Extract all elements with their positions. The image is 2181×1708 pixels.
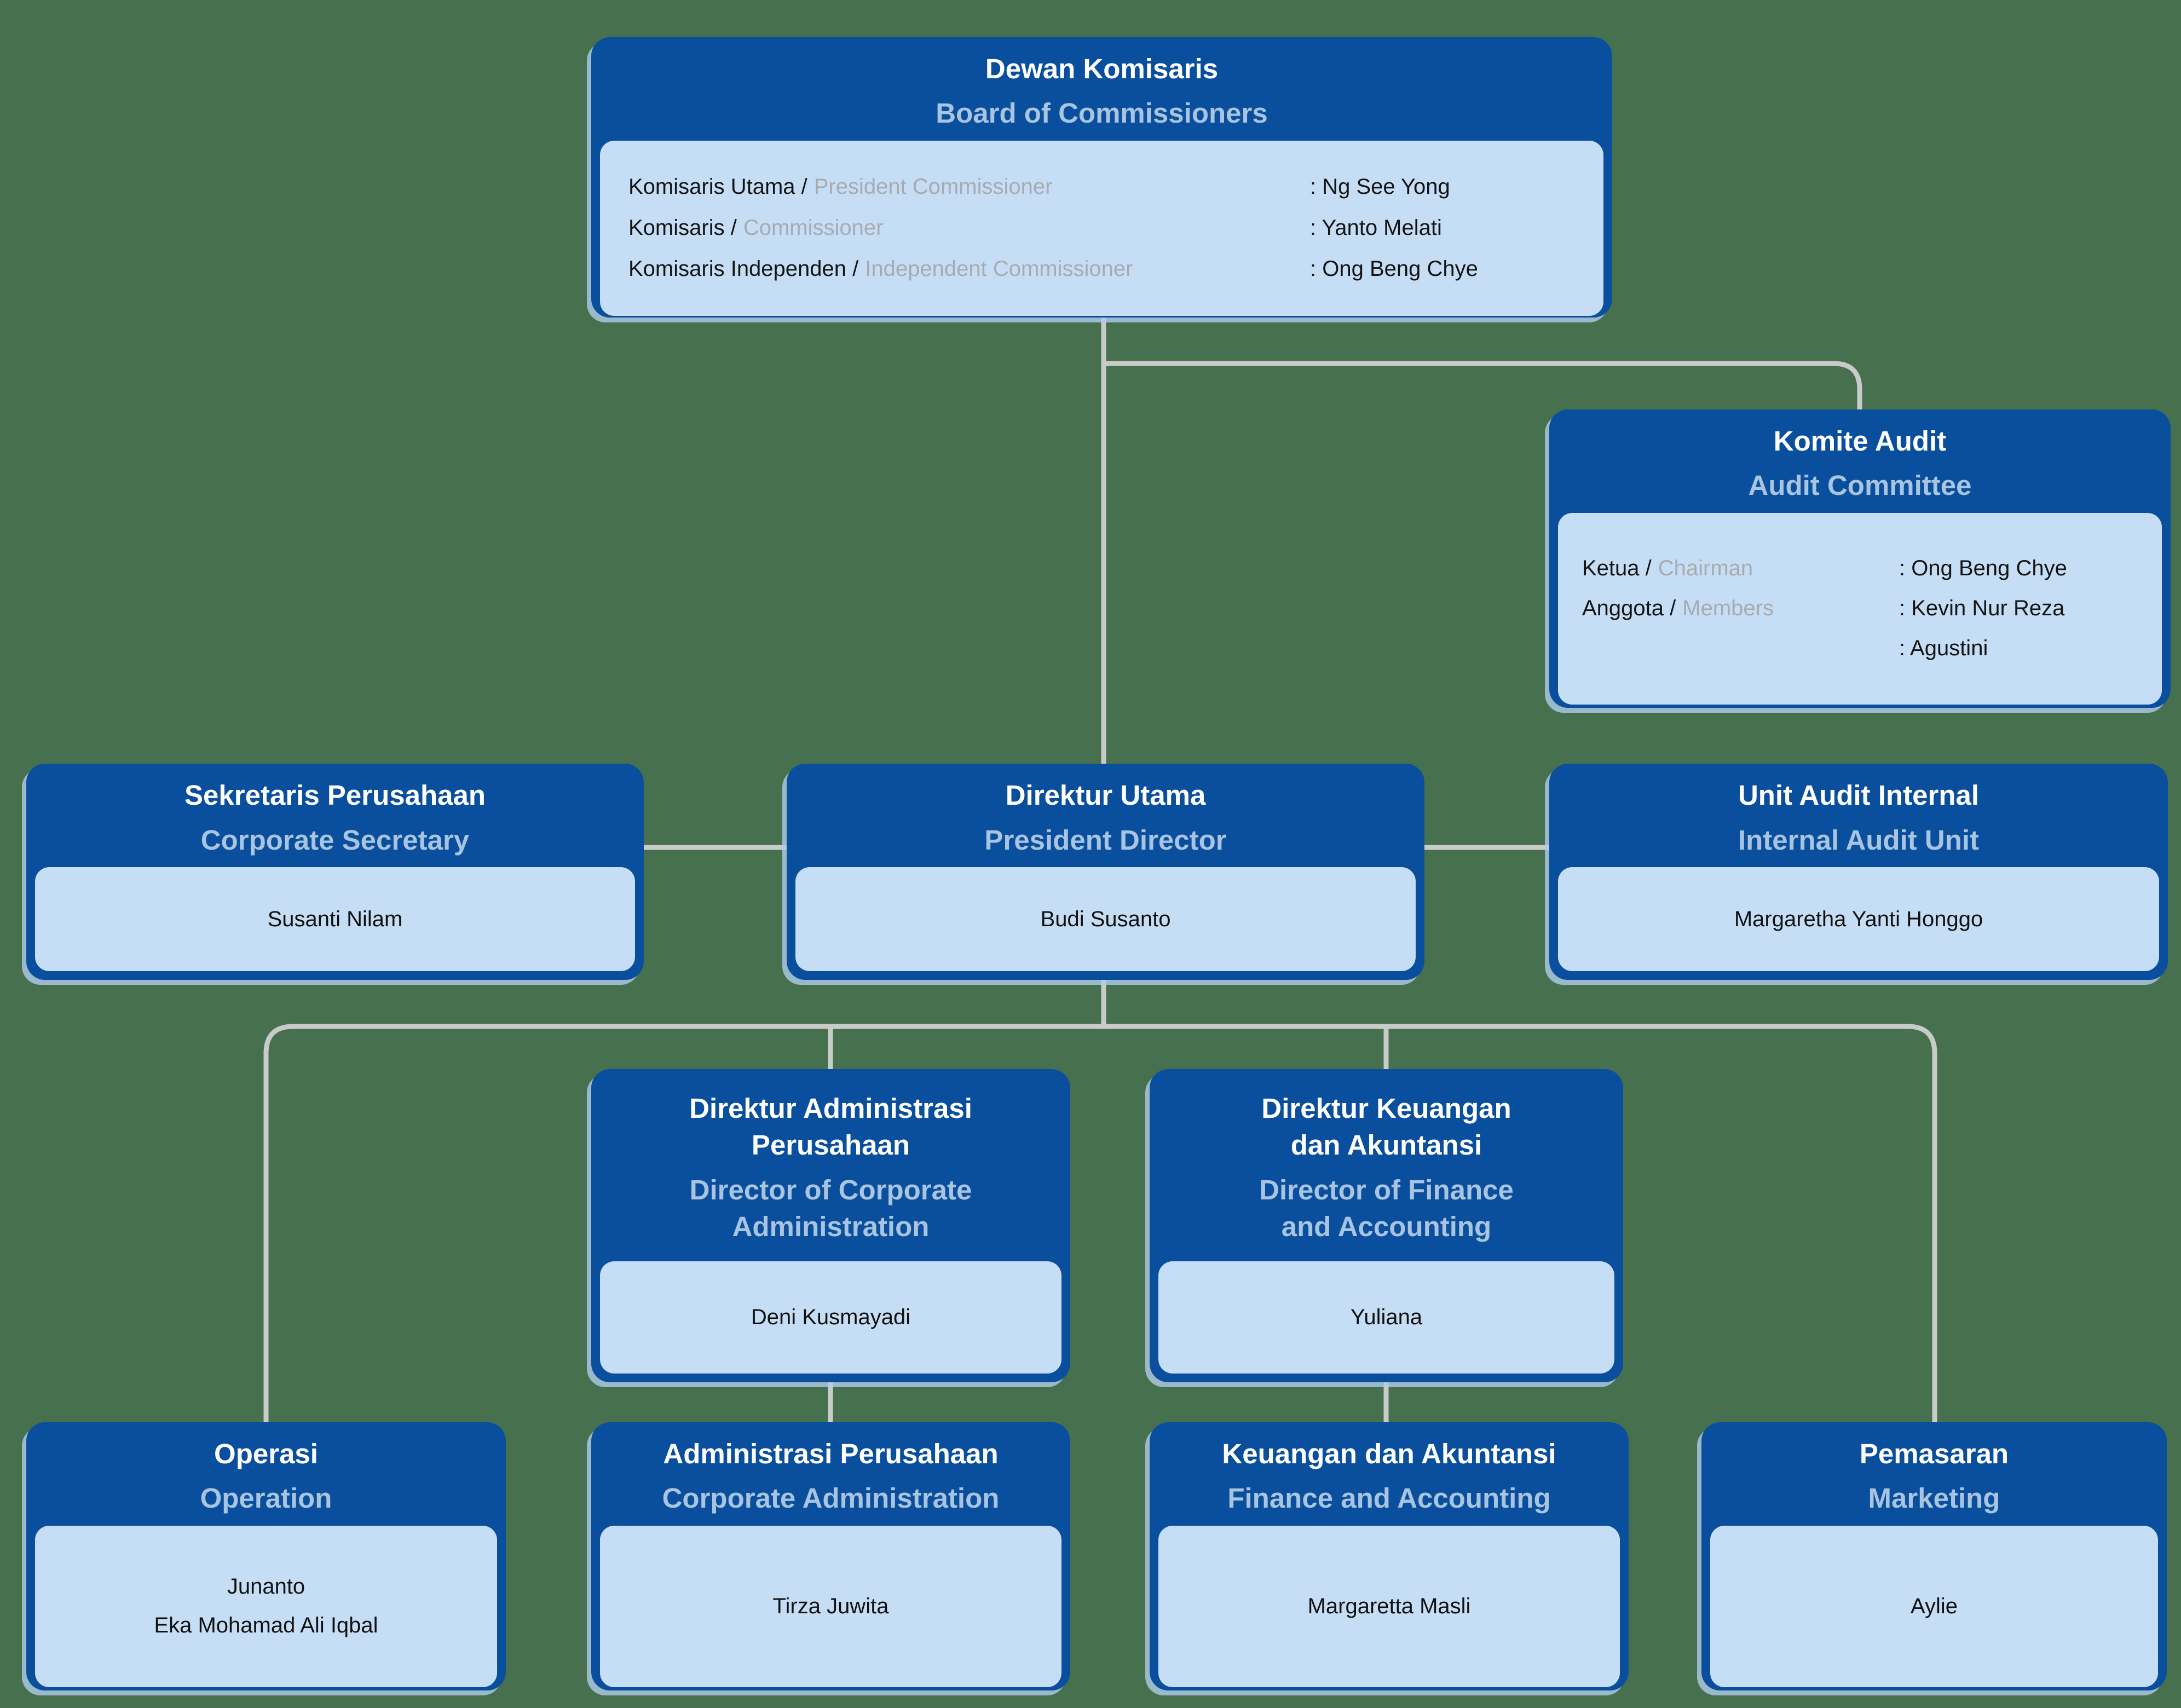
node-body: Junanto Eka Mohamad Ali Iqbal bbox=[35, 1525, 497, 1687]
node-header: Direktur Administrasi Perusahaan Directo… bbox=[591, 1069, 1070, 1261]
node-title-id: Direktur Utama bbox=[1005, 780, 1206, 811]
person-name: Yuliana bbox=[1350, 1305, 1423, 1329]
node-title-en: Marketing bbox=[1868, 1482, 2000, 1514]
node-title-id: Operasi bbox=[214, 1438, 318, 1469]
node-title-en: Internal Audit Unit bbox=[1738, 824, 1980, 856]
connector-board-to-audit-committee bbox=[1104, 361, 1862, 412]
member-role bbox=[1582, 636, 1899, 661]
node-body: Budi Susanto bbox=[795, 867, 1416, 971]
person-name: Junanto bbox=[227, 1574, 305, 1599]
node-header: Pemasaran Marketing bbox=[1701, 1422, 2167, 1526]
node-board-of-commissioners: Dewan Komisaris Board of Commissioners K… bbox=[591, 37, 1612, 318]
node-title-en: Director of Finance and Accounting bbox=[1259, 1174, 1514, 1242]
member-role: Komisaris /Commissioner bbox=[628, 216, 884, 240]
member-role: Komisaris Independen /Independent Commis… bbox=[628, 257, 1133, 281]
node-title-id: Sekretaris Perusahaan bbox=[184, 780, 486, 811]
node-corporate-secretary: Sekretaris Perusahaan Corporate Secretar… bbox=[26, 764, 644, 980]
node-title-en: Corporate Secretary bbox=[200, 824, 470, 856]
node-title-en: Audit Committee bbox=[1748, 470, 1972, 501]
member-role: Ketua /Chairman bbox=[1582, 556, 1753, 581]
node-title-id: Administrasi Perusahaan bbox=[663, 1438, 999, 1469]
node-title-en: Corporate Administration bbox=[662, 1482, 1000, 1514]
node-body: Margaretta Masli bbox=[1158, 1525, 1620, 1687]
node-title-en: President Director bbox=[984, 824, 1227, 856]
node-director-corporate-administration: Direktur Administrasi Perusahaan Directo… bbox=[591, 1069, 1070, 1382]
node-title-id: Direktur Keuangan dan Akuntansi bbox=[1261, 1092, 1511, 1161]
node-title-id: Keuangan dan Akuntansi bbox=[1222, 1438, 1556, 1469]
node-title-en: Operation bbox=[200, 1482, 332, 1514]
node-marketing: Pemasaran Marketing Aylie bbox=[1701, 1422, 2167, 1690]
node-body: Yuliana bbox=[1158, 1261, 1614, 1374]
node-body: Ketua /Chairman : Ong Beng Chye Anggota … bbox=[1558, 512, 2162, 705]
node-title-id: Pemasaran bbox=[1859, 1438, 2009, 1469]
member-role: Anggota /Members bbox=[1582, 596, 1774, 621]
node-header: Komite Audit Audit Committee bbox=[1549, 409, 2171, 513]
node-header: Direktur Keuangan dan Akuntansi Director… bbox=[1150, 1069, 1623, 1261]
connector-distribution-bus bbox=[263, 1024, 1937, 1424]
member-row: Komisaris Utama /President Commissioner … bbox=[628, 175, 1584, 199]
member-name: : Kevin Nur Reza bbox=[1899, 596, 2065, 621]
node-header: Direktur Utama President Director bbox=[787, 764, 1424, 867]
node-title-id: Dewan Komisaris bbox=[985, 53, 1219, 84]
person-name: Susanti Nilam bbox=[267, 907, 403, 931]
node-audit-committee: Komite Audit Audit Committee Ketua /Chai… bbox=[1549, 409, 2171, 708]
node-director-finance-accounting: Direktur Keuangan dan Akuntansi Director… bbox=[1150, 1069, 1623, 1382]
node-header: Keuangan dan Akuntansi Finance and Accou… bbox=[1150, 1422, 1629, 1526]
member-row: : Agustini bbox=[1582, 636, 2145, 661]
node-body: Susanti Nilam bbox=[35, 867, 635, 971]
node-president-director: Direktur Utama President Director Budi S… bbox=[787, 764, 1424, 980]
member-name: : Ong Beng Chye bbox=[1310, 257, 1478, 281]
node-header: Administrasi Perusahaan Corporate Admini… bbox=[591, 1422, 1070, 1526]
node-body: Komisaris Utama /President Commissioner … bbox=[600, 140, 1603, 316]
member-row: Komisaris Independen /Independent Commis… bbox=[628, 257, 1584, 281]
member-name: : Yanto Melati bbox=[1310, 216, 1442, 240]
person-name: Deni Kusmayadi bbox=[751, 1305, 911, 1329]
person-name: Margaretha Yanti Honggo bbox=[1734, 907, 1983, 931]
node-header: Dewan Komisaris Board of Commissioners bbox=[591, 37, 1612, 141]
member-row: Ketua /Chairman : Ong Beng Chye bbox=[1582, 556, 2145, 581]
node-title-id: Komite Audit bbox=[1773, 425, 1947, 457]
node-body: Tirza Juwita bbox=[600, 1525, 1061, 1687]
person-name: Tirza Juwita bbox=[772, 1594, 889, 1618]
member-row: Anggota /Members : Kevin Nur Reza bbox=[1582, 596, 2145, 621]
node-finance-accounting: Keuangan dan Akuntansi Finance and Accou… bbox=[1150, 1422, 1629, 1690]
node-title-en: Board of Commissioners bbox=[936, 97, 1268, 129]
node-title-en: Director of Corporate Administration bbox=[689, 1174, 972, 1242]
member-role: Komisaris Utama /President Commissioner bbox=[628, 175, 1053, 199]
person-name: Eka Mohamad Ali Iqbal bbox=[154, 1613, 378, 1638]
node-corporate-administration: Administrasi Perusahaan Corporate Admini… bbox=[591, 1422, 1070, 1690]
node-title-id: Unit Audit Internal bbox=[1738, 780, 1980, 811]
person-name: Aylie bbox=[1911, 1594, 1958, 1618]
member-name: : Ong Beng Chye bbox=[1899, 556, 2067, 581]
node-header: Sekretaris Perusahaan Corporate Secretar… bbox=[26, 764, 644, 867]
member-row: Komisaris /Commissioner : Yanto Melati bbox=[628, 216, 1584, 240]
person-name: Margaretta Masli bbox=[1307, 1594, 1471, 1618]
node-header: Operasi Operation bbox=[26, 1422, 506, 1526]
node-header: Unit Audit Internal Internal Audit Unit bbox=[1549, 764, 2168, 867]
person-name: Budi Susanto bbox=[1040, 907, 1171, 931]
node-body: Margaretha Yanti Honggo bbox=[1558, 867, 2159, 971]
member-name: : Agustini bbox=[1899, 636, 1988, 661]
node-internal-audit-unit: Unit Audit Internal Internal Audit Unit … bbox=[1549, 764, 2168, 980]
node-operation: Operasi Operation Junanto Eka Mohamad Al… bbox=[26, 1422, 506, 1690]
node-body: Deni Kusmayadi bbox=[600, 1261, 1061, 1374]
node-body: Aylie bbox=[1710, 1525, 2158, 1687]
member-name: : Ng See Yong bbox=[1310, 175, 1450, 199]
node-title-en: Finance and Accounting bbox=[1227, 1482, 1551, 1514]
node-title-id: Direktur Administrasi Perusahaan bbox=[689, 1092, 972, 1161]
